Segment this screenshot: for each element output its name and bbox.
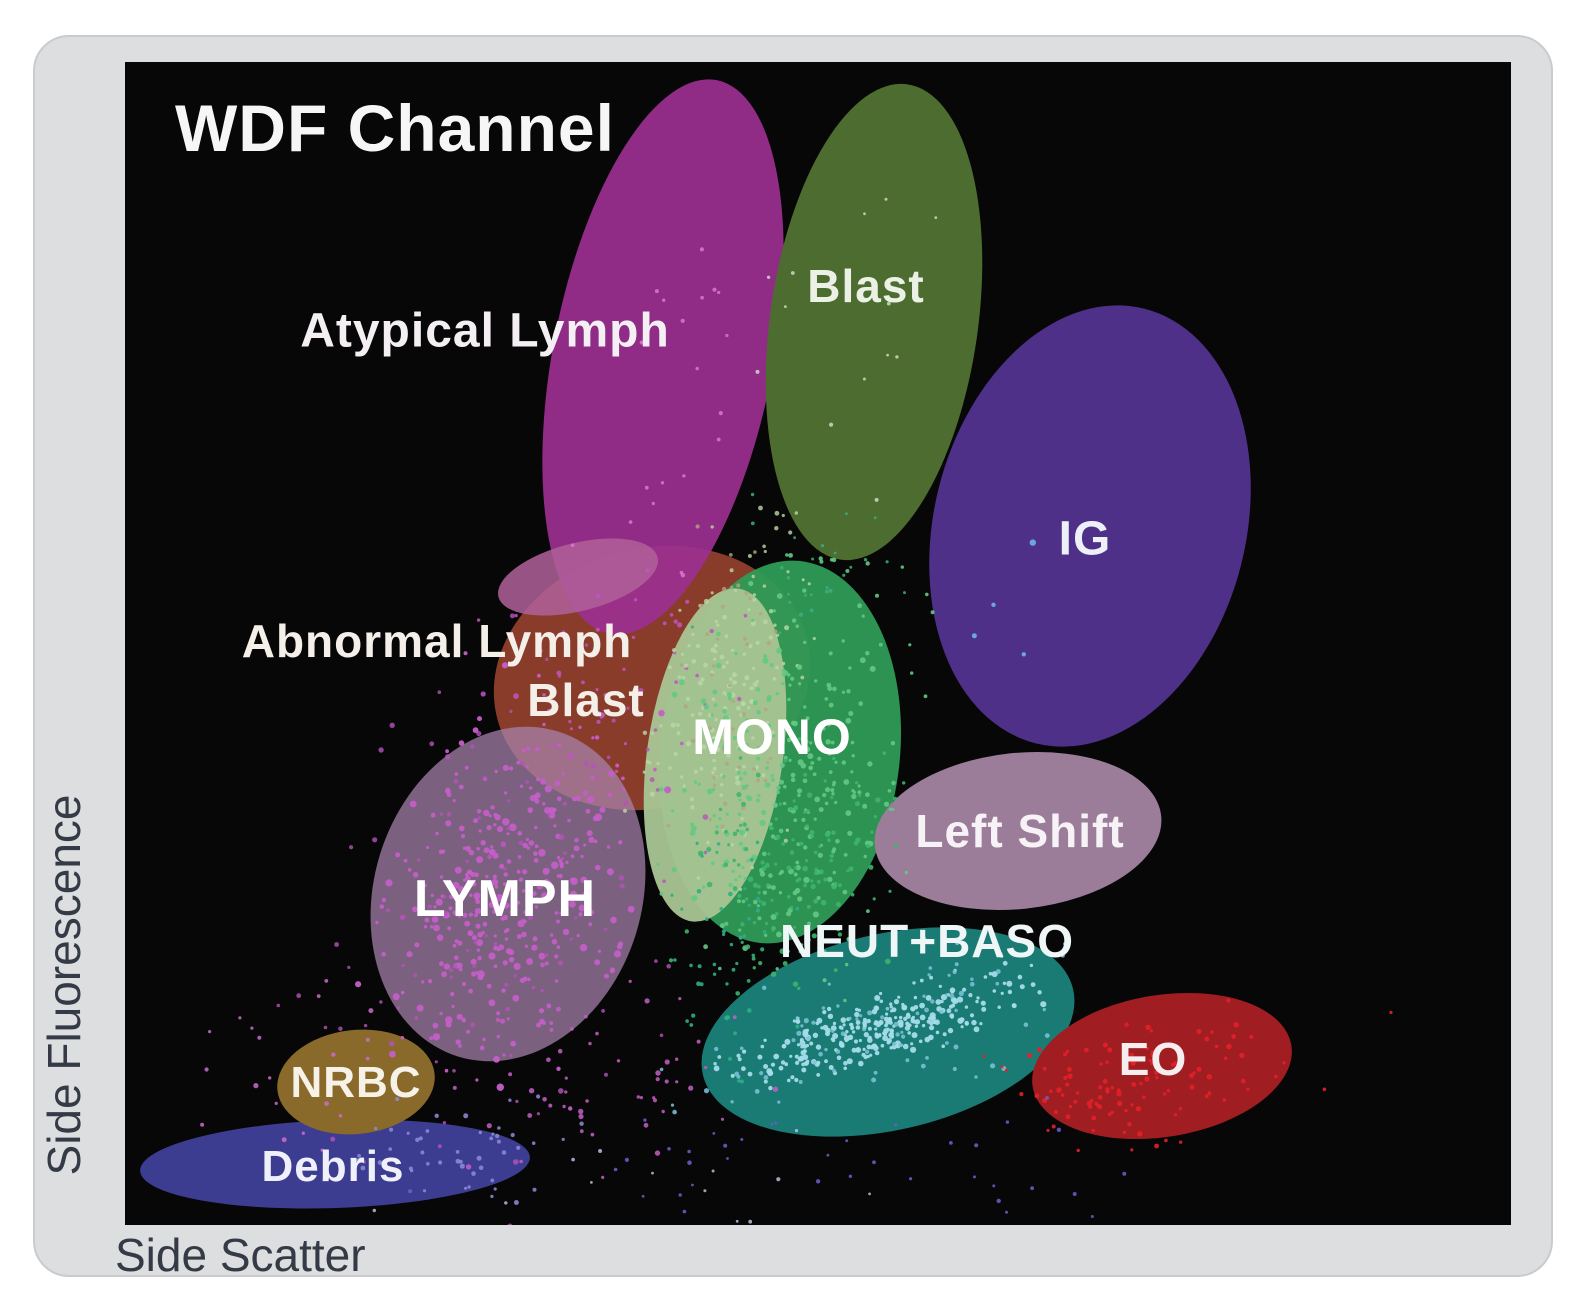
dot-cluster-mono-pale-tan [666,524,778,829]
scatter-dots-layer [200,197,1393,1225]
dot-cluster-lymph-trail [452,962,779,1179]
dot-cluster-debris-trail [408,1096,1127,1218]
dot-cluster-blast-specks [755,197,938,582]
label-debris: Debris [261,1142,405,1191]
label-mono: MONO [692,709,852,765]
dot-cluster-lymph-core [355,651,684,1111]
label-ig: IG [1058,512,1112,566]
dot-cluster-eo-dots [982,998,1278,1153]
dot-cluster-blast-bottom-specks [690,492,906,635]
label-blast: Blast [807,260,925,312]
label-eo: EO [1118,1033,1188,1085]
label-nrbc: NRBC [290,1058,422,1107]
dot-cluster-debris-dots [355,1094,584,1205]
y-axis-label: Side Fluorescence [38,794,90,1176]
dot-cluster-ig-specks [971,539,1036,657]
dot-cluster-mono-trail [670,840,800,1084]
dot-cluster-nrbc-left-specks [200,979,405,1152]
dot-cluster-lymph-halo [276,613,709,1225]
label-atypical-lymph: Atypical Lymph [300,304,670,358]
label-left-shift: Left Shift [915,805,1125,857]
dot-cluster-eo-outliers [1223,1010,1393,1092]
dot-cluster-mono-lower [668,737,906,996]
plot-title: WDF Channel [175,91,615,165]
dot-cluster-atypical-specks [570,247,729,578]
x-axis-label: Side Scatter [115,1229,366,1281]
label-lymph: LYMPH [413,870,597,928]
label-abnormal-lymph-line2: Blast [527,674,645,726]
dot-cluster-neut-baso-core [713,954,1047,1091]
dot-cluster-mono-pale-patch [623,505,816,892]
dot-cluster-bottom-specks [372,1129,871,1224]
dot-cluster-abnormal-magenta-specks [476,568,748,780]
dot-cluster-neut-baso-halo [659,937,1067,1115]
label-neut-baso: NEUT+BASO [780,915,1074,967]
label-abnormal-lymph-line1: Abnormal Lymph [241,615,633,667]
